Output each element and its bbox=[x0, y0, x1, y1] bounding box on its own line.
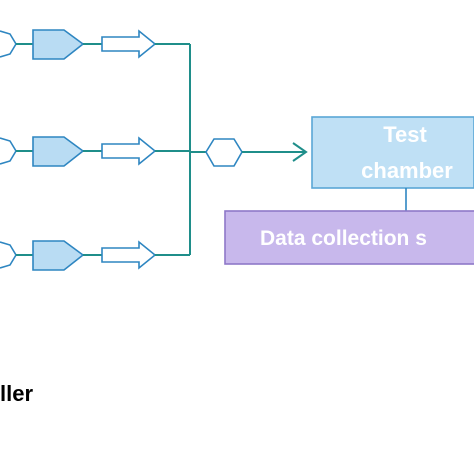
chamber-feed-arrowhead bbox=[292, 142, 308, 162]
pentagon-valve-1 bbox=[32, 29, 85, 60]
data-collection-label: Data collection s bbox=[260, 227, 427, 250]
hollow-arrow-3 bbox=[101, 240, 157, 270]
controller-caption: ller bbox=[0, 381, 33, 406]
mixer-hexagon bbox=[205, 138, 243, 167]
input-line-3 bbox=[0, 240, 190, 271]
hexagon-node-3 bbox=[0, 241, 17, 269]
test-chamber-label-line2: chamber bbox=[361, 158, 453, 183]
test-chamber-box: Test chamber bbox=[311, 116, 474, 189]
input-line-2 bbox=[0, 136, 190, 167]
hollow-arrow-1 bbox=[101, 29, 157, 59]
hexagon-node-2 bbox=[0, 137, 17, 165]
data-collection-box: Data collection s bbox=[224, 210, 474, 265]
pentagon-valve-3 bbox=[32, 240, 85, 271]
input-line-1 bbox=[0, 29, 190, 60]
test-chamber-label-line1: Test bbox=[383, 122, 427, 147]
hexagon-node-1 bbox=[0, 30, 17, 58]
hollow-arrow-2 bbox=[101, 136, 157, 166]
pentagon-valve-2 bbox=[32, 136, 85, 167]
